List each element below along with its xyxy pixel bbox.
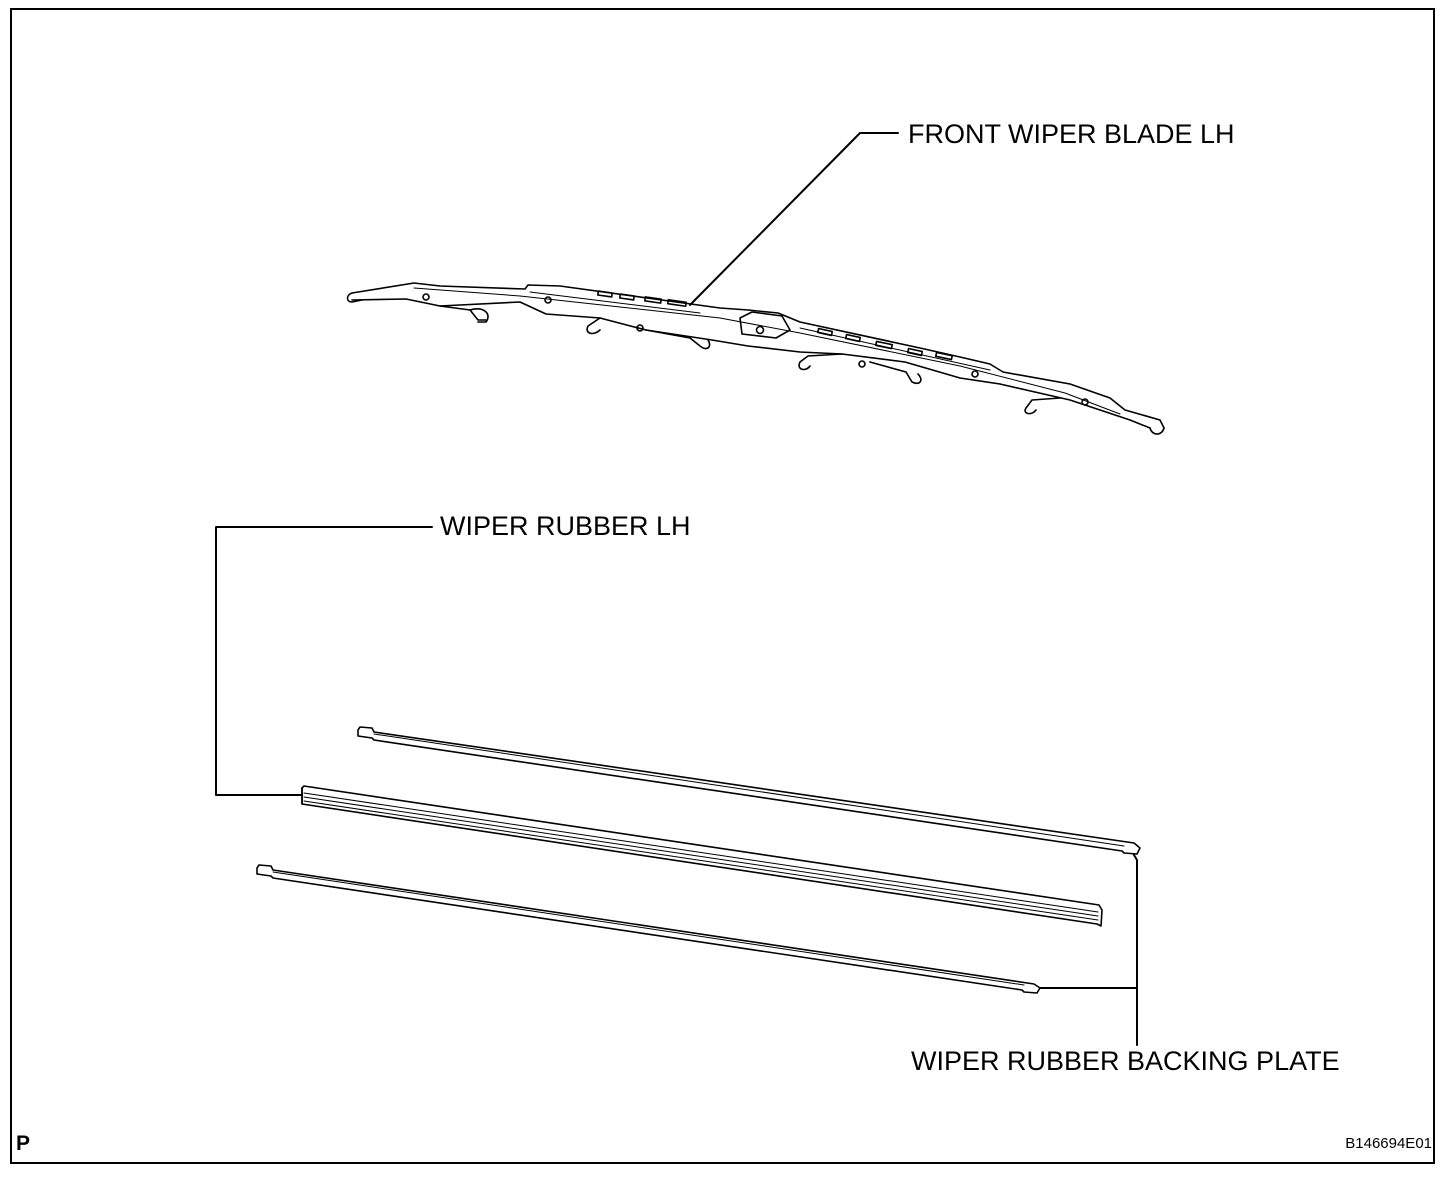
corner-mark: P: [16, 1132, 31, 1155]
leader-backing-plate: [1133, 854, 1138, 1046]
label-wiper-rubber: WIPER RUBBER LH: [440, 511, 691, 541]
figure-id: B146694E01: [1345, 1135, 1432, 1152]
label-front-wiper-blade: FRONT WIPER BLADE LH: [908, 119, 1235, 149]
front-wiper-blade: [346, 282, 1165, 435]
diagram-frame: [10, 8, 1435, 1164]
wiper-rubber: [301, 785, 1103, 927]
label-backing-plate: WIPER RUBBER BACKING PLATE: [911, 1046, 1340, 1076]
backing-plate-lower: [256, 864, 1041, 994]
leader-front-wiper-blade: [689, 132, 899, 306]
leader-wiper-rubber: [215, 526, 433, 796]
backing-plate-upper: [357, 726, 1141, 855]
